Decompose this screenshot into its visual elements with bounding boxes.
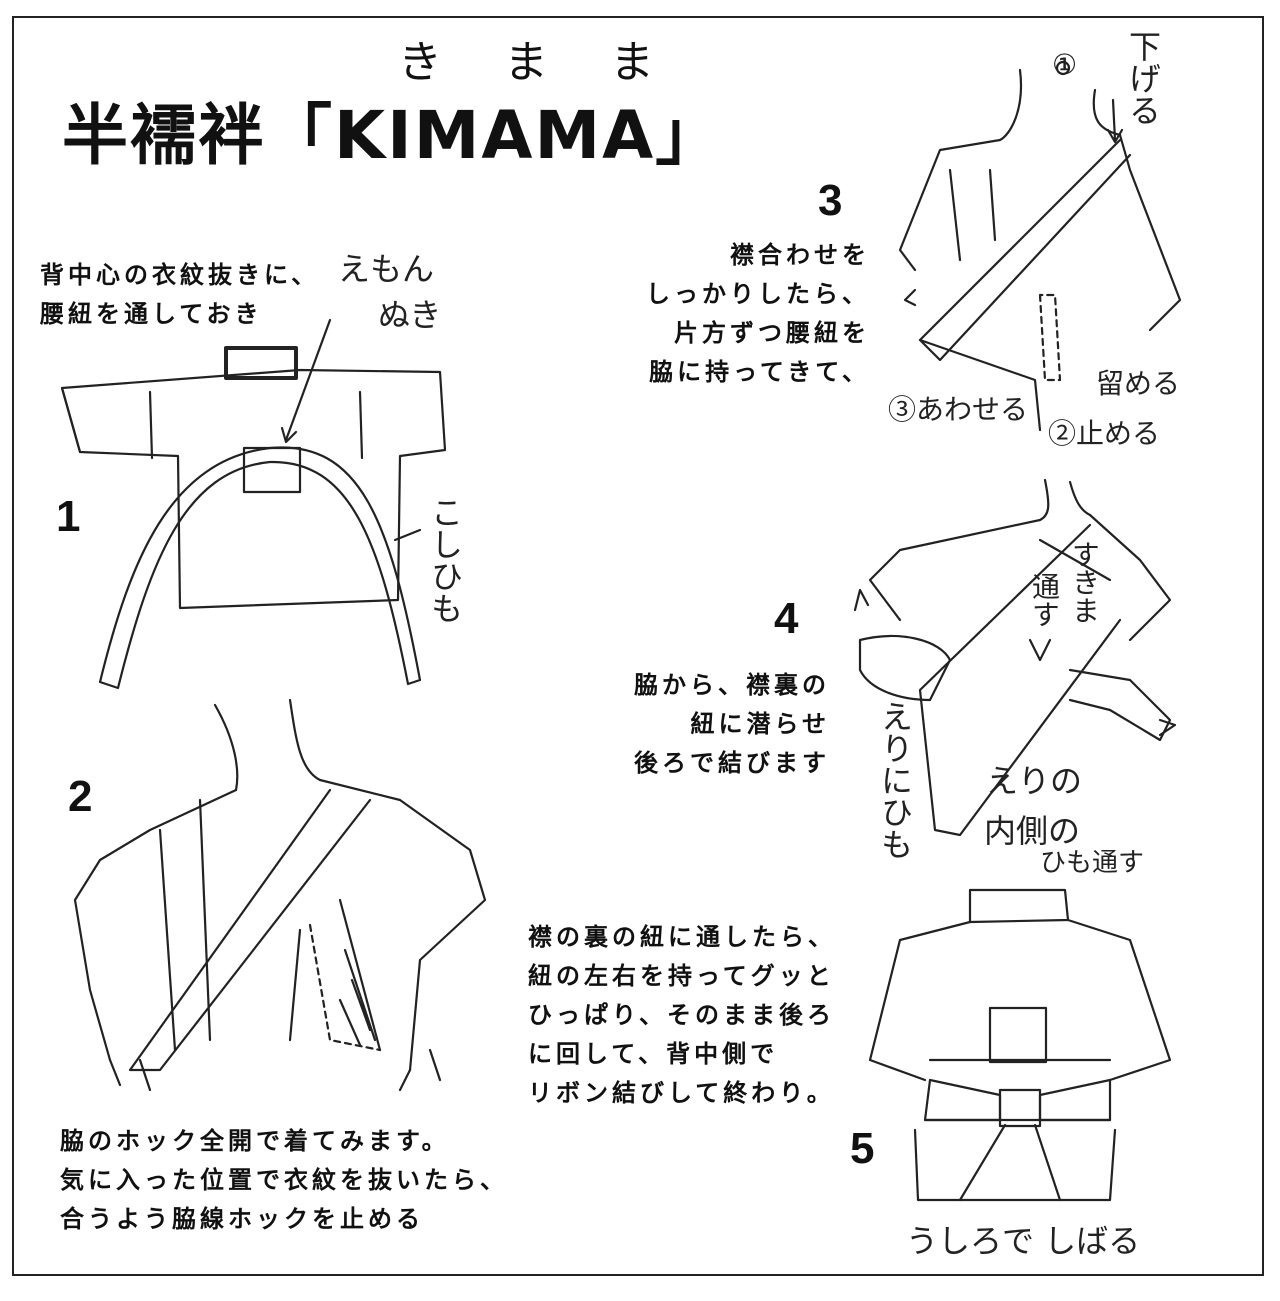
- step-1-line: 背中心の衣紋抜きに、: [40, 261, 320, 289]
- step-4-line: 後ろで結びます: [634, 749, 830, 777]
- page-title: 半襦袢「KIMAMA」: [62, 97, 724, 174]
- step-3-line: 脇に持ってきて、: [649, 358, 870, 386]
- note-eri-ni-himo: えりにひも: [876, 700, 914, 860]
- back-bow-drawing: [868, 888, 1172, 1202]
- step-1-text: 背中心の衣紋抜きに、 腰紐を通しておき: [40, 256, 319, 334]
- garment-back-drawing: [60, 318, 447, 690]
- front-wearing-drawing: [73, 698, 487, 1092]
- note-marker-1: ①: [1052, 48, 1078, 81]
- step-number-5: 5: [850, 1124, 875, 1173]
- step-5-line: 紐の左右を持ってグッと: [528, 962, 835, 990]
- step-5-line: に回して、背中側で: [528, 1040, 779, 1068]
- step-4-line: 脇から、襟裏の: [634, 671, 830, 699]
- step-5-line: ひっぱり、そのまま後ろ: [528, 1001, 836, 1029]
- note-sukima: すきま: [1068, 540, 1101, 624]
- step-5-line: リボン結びして終わり。: [528, 1079, 835, 1107]
- step-number-2: 2: [68, 772, 93, 821]
- note-eri-no: えりの: [986, 762, 1083, 800]
- note-emon: えもん: [338, 250, 435, 288]
- note-tomeru: 留める: [1096, 367, 1181, 400]
- note-ushiro: うしろで しばる: [906, 1222, 1141, 1260]
- step-3-line: 片方ずつ腰紐を: [674, 319, 870, 347]
- note-tomeru-2: ②止める: [1048, 417, 1161, 450]
- step-3-line: しっかりしたら、: [646, 280, 870, 308]
- step-5-line: 襟の裏の紐に通したら、: [528, 923, 836, 951]
- step-3-text: 襟合わせを しっかりしたら、 片方ずつ腰紐を 脇に持ってきて、: [620, 236, 870, 392]
- title-ruby: きまま: [398, 37, 716, 88]
- note-nuki: ぬき: [378, 296, 442, 334]
- note-koshihimo: こしひも: [426, 496, 464, 624]
- note-sageru: 下げる: [1124, 30, 1162, 126]
- step-2-line: 脇のホック全開で着てみます。: [60, 1127, 450, 1155]
- note-awaseru: ③あわせる: [888, 393, 1029, 426]
- page-border: [12, 16, 1264, 1276]
- step-number-3: 3: [818, 176, 843, 225]
- step-5-text: 襟の裏の紐に通したら、 紐の左右を持ってグッと ひっぱり、そのまま後ろ に回して…: [528, 918, 836, 1113]
- step-4-line: 紐に潜らせ: [690, 710, 830, 738]
- step-number-1: 1: [56, 492, 81, 541]
- step-number-4: 4: [774, 594, 799, 643]
- step-2-line: 気に入った位置で衣紋を抜いたら、: [60, 1166, 508, 1194]
- collar-fold-drawing: [898, 60, 1182, 432]
- note-toosu: 通す: [1028, 572, 1061, 628]
- tie-through-drawing: [853, 478, 1177, 837]
- step-3-line: 襟合わせを: [730, 241, 870, 269]
- note-uchigawa: 内側の: [984, 812, 1081, 850]
- step-4-text: 脇から、襟裏の 紐に潜らせ 後ろで結びます: [590, 666, 830, 783]
- step-2-text: 脇のホック全開で着てみます。 気に入った位置で衣紋を抜いたら、 合うよう脇線ホッ…: [60, 1122, 508, 1239]
- note-himo-toosu: ひも通す: [1040, 848, 1145, 878]
- step-2-line: 合うよう脇線ホックを止める: [60, 1205, 424, 1233]
- step-1-line: 腰紐を通しておき: [40, 300, 263, 328]
